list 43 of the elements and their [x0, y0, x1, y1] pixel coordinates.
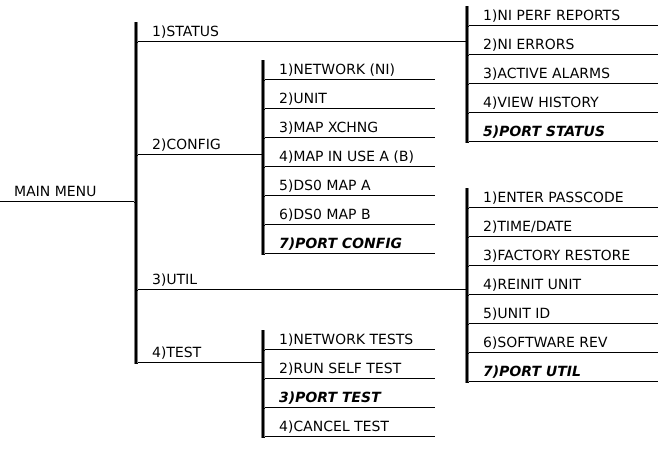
branch-bar — [466, 6, 468, 143]
menu-item: 1)NETWORK (NI) — [265, 56, 435, 80]
connector-line — [466, 266, 470, 291]
menu-item: 7)PORT UTIL — [469, 358, 658, 382]
connector-line — [262, 155, 266, 255]
menu-item: MAIN MENU — [0, 178, 134, 202]
menu-item: 5)UNIT ID — [469, 300, 658, 324]
menu-item: 6)DS0 MAP B — [265, 201, 435, 225]
branch-bar — [134, 22, 138, 364]
menu-item: 6)SOFTWARE REV — [469, 329, 658, 353]
connector-line — [134, 155, 138, 203]
menu-item: 2)CONFIG — [138, 131, 263, 155]
connector-line — [262, 138, 266, 156]
menu-item: 2)NI ERRORS — [469, 31, 658, 55]
menu-item: 1)ENTER PASSCODE — [469, 184, 658, 208]
menu-item: 3)UTIL — [138, 266, 467, 290]
menu-item: 5)PORT STATUS — [469, 118, 658, 142]
menu-item: 4)REINIT UNIT — [469, 271, 658, 295]
menu-item: 1)STATUS — [138, 18, 467, 42]
menu-item: 4)VIEW HISTORY — [469, 89, 658, 113]
menu-item: 2)UNIT — [265, 85, 435, 109]
branch-bar — [262, 330, 264, 438]
menu-item: 4)MAP IN USE A (B) — [265, 143, 435, 167]
menu-item: 3)ACTIVE ALARMS — [469, 60, 658, 84]
menu-item: 1)NETWORK TESTS — [265, 326, 435, 350]
menu-item: 2)TIME/DATE — [469, 213, 658, 237]
menu-item: 3)MAP XCHNG — [265, 114, 435, 138]
branch-bar — [262, 60, 264, 255]
connector-line — [134, 202, 138, 364]
menu-item: 3)PORT TEST — [265, 384, 435, 408]
menu-item: 3)FACTORY RESTORE — [469, 242, 658, 266]
connector-line — [466, 26, 470, 43]
connector-line — [466, 42, 470, 143]
menu-item: 7)PORT CONFIG — [265, 230, 435, 254]
menu-item: 4)CANCEL TEST — [265, 413, 435, 437]
connector-line — [466, 290, 470, 383]
connector-line — [262, 350, 266, 364]
menu-item: 1)NI PERF REPORTS — [469, 2, 658, 26]
menu-item: 5)DS0 MAP A — [265, 172, 435, 196]
menu-item: 4)TEST — [138, 339, 263, 363]
menu-item: 2)RUN SELF TEST — [265, 355, 435, 379]
branch-bar — [466, 188, 468, 383]
connector-line — [262, 363, 266, 438]
